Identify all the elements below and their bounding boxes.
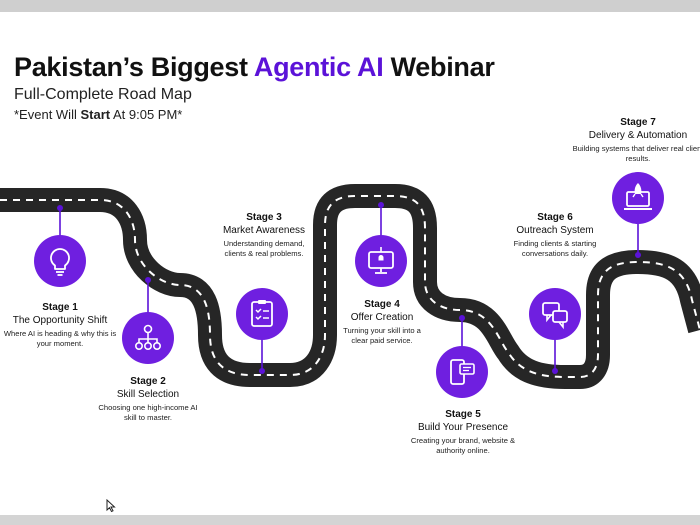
stage-name: Delivery & Automation	[588, 130, 688, 141]
stage-3-marker	[236, 288, 288, 374]
stage-number: Stage 1	[42, 302, 78, 313]
stage-7-marker	[612, 172, 664, 258]
stage-description: Finding clients & starting conversations…	[513, 239, 597, 258]
stage-5-road-dot	[459, 315, 465, 321]
stage-7-icon-circle	[612, 172, 664, 224]
page-subtitle: Full-Complete Road Map	[14, 86, 192, 103]
stage-6-road-dot	[552, 368, 558, 374]
title-accent: Agentic AI	[253, 52, 384, 82]
stage-3-icon-circle	[236, 288, 288, 340]
event-time-note: *Event Will Start At 9:05 PM*	[14, 107, 183, 122]
stage-3-road-dot	[259, 368, 265, 374]
stage-description: Understanding demand, clients & real pro…	[223, 239, 305, 258]
stage-number: Stage 7	[620, 117, 656, 128]
stage-4-icon-circle	[355, 235, 407, 287]
stage-6-marker	[529, 288, 581, 374]
stage-number: Stage 2	[130, 376, 166, 387]
monitor-icon	[368, 247, 394, 274]
stage-name: The Opportunity Shift	[12, 315, 108, 326]
road-lane-dashes	[0, 195, 700, 378]
stage-description: Where AI is heading & why this is your m…	[3, 329, 117, 348]
stage-description: Choosing one high-income AI skill to mas…	[98, 403, 198, 422]
stage-5-marker	[436, 315, 488, 398]
stage-number: Stage 5	[445, 409, 481, 420]
laptop-rocket-icon	[624, 183, 652, 210]
stage-1-road-dot	[57, 205, 63, 211]
stage-description: Building systems that deliver real clien…	[572, 144, 700, 163]
stage-name: Skill Selection	[116, 389, 180, 400]
stage-description: Creating your brand, website & authority…	[410, 436, 516, 455]
stage-name: Offer Creation	[350, 312, 414, 323]
stage-2-road-dot	[145, 277, 151, 283]
stage-name: Outreach System	[516, 225, 594, 236]
mouse-cursor-icon	[106, 499, 116, 513]
stage-7-road-dot	[635, 252, 641, 258]
stage-number: Stage 4	[364, 299, 400, 310]
stage-name: Market Awareness	[222, 225, 306, 236]
chat-bubbles-icon	[542, 302, 568, 330]
stage-2-marker	[122, 277, 174, 364]
network-icon	[135, 324, 162, 351]
page-title: Pakistan’s Biggest Agentic AI Webinar	[14, 52, 495, 82]
window-top-bar	[0, 0, 700, 12]
stage-4-marker	[355, 202, 407, 287]
lightbulb-icon	[50, 248, 70, 276]
phone-chat-icon	[450, 359, 475, 385]
stage-description: Turning your skill into a clear paid ser…	[343, 326, 421, 345]
window-bottom-bar	[0, 515, 700, 525]
stage-4-road-dot	[378, 202, 384, 208]
checklist-icon	[251, 300, 273, 327]
stage-1-icon-circle	[34, 235, 86, 287]
stage-1-marker	[34, 205, 86, 287]
stage-number: Stage 3	[246, 212, 282, 223]
stage-name: Build Your Presence	[417, 422, 509, 433]
stage-number: Stage 6	[537, 212, 573, 223]
